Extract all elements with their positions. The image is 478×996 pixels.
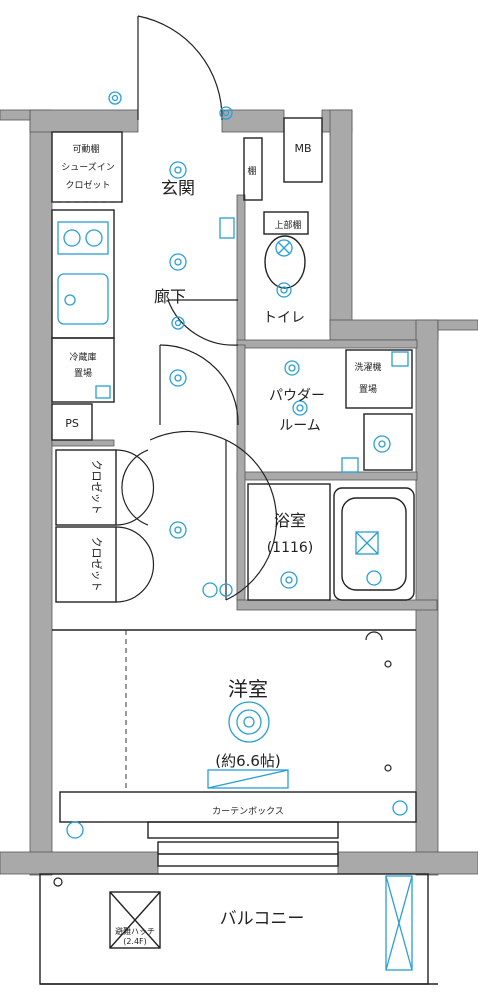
outlet-icon-mb — [219, 217, 235, 239]
light-icon-room — [228, 701, 270, 743]
outlet-dots — [53, 631, 392, 887]
label-shoes-3: クロゼット — [65, 179, 110, 191]
label-hatch-2: (2.4F) — [123, 937, 147, 946]
light-icon-genkan — [169, 161, 187, 179]
label-fridge-1: 冷蔵庫 — [69, 351, 96, 363]
small-labels: MB PS 棚 可動棚 シューズイン クロゼット 冷蔵庫 置場 洗濯機 置場 上… — [61, 142, 381, 946]
outlet-icon-fridge — [95, 385, 111, 399]
label-mb: MB — [294, 142, 311, 155]
label-closet-a: クロゼット — [90, 460, 103, 515]
room-labels: 玄関 廊下 トイレ パウダー ルーム 浴室 (1116) 洋室 (約6.6帖) … — [154, 179, 325, 929]
light-icon-powder-2 — [292, 400, 308, 416]
light-icon-shelf — [219, 106, 233, 120]
light-icon-corridor-2 — [171, 316, 185, 330]
light-icon-bath — [280, 571, 298, 589]
label-toilet: トイレ — [263, 310, 305, 326]
light-icon-corridor-1 — [169, 253, 187, 271]
label-hatch-1: 避難ハッチ — [115, 926, 155, 936]
label-youshitsu: 洋室 — [228, 677, 268, 701]
label-shoes-2: シューズイン — [61, 161, 115, 173]
label-genkan: 玄関 — [161, 179, 195, 199]
label-rouka: 廊下 — [154, 287, 186, 306]
switch-icon-1 — [202, 582, 218, 598]
light-icon-entrance — [108, 91, 122, 105]
label-ps: PS — [65, 417, 79, 430]
label-powder-2: ルーム — [279, 418, 321, 434]
room-lines — [39, 117, 438, 985]
fixtures — [57, 91, 413, 971]
switch-icon-2 — [219, 583, 233, 597]
label-tana: 棚 — [247, 165, 256, 177]
m-icon — [66, 821, 84, 839]
label-washer-2: 置場 — [359, 383, 377, 395]
label-powder-1: パウダー — [269, 388, 325, 404]
label-bath-2: (1116) — [267, 540, 314, 556]
door-swings — [115, 15, 278, 603]
label-shoes-1: 可動棚 — [72, 143, 99, 155]
sink-icon-kitchen — [57, 273, 109, 325]
label-closet-b: クロゼット — [90, 537, 103, 592]
outlet-icon-bath — [341, 457, 359, 473]
label-fridge-2: 置場 — [74, 367, 92, 379]
light-icon-corridor-3 — [169, 369, 187, 387]
outlet-icon-hatch — [385, 875, 413, 971]
light-icon-bathtub — [366, 570, 382, 586]
light-icon-powder — [284, 360, 300, 376]
outlet-icon-washer — [391, 351, 409, 367]
outlet-icon-right — [392, 800, 408, 816]
aircon-icon — [207, 769, 289, 789]
stove-icon — [57, 221, 109, 255]
label-balcony: バルコニー — [220, 909, 305, 929]
dashed-lines — [52, 201, 127, 792]
label-curtain-box: カーテンボックス — [212, 806, 284, 817]
label-washer-1: 洗濯機 — [354, 361, 381, 373]
label-bath-1: 浴室 — [274, 511, 306, 530]
label-toilet-shelf: 上部棚 — [274, 219, 301, 231]
light-icon-toilet — [276, 282, 292, 298]
label-youshitsu-size: (約6.6帖) — [215, 752, 281, 770]
light-icon-sink — [373, 435, 391, 453]
light-icon-corridor-4 — [169, 521, 187, 539]
fan-icon-bath — [355, 531, 379, 555]
fan-icon-toilet — [275, 239, 293, 257]
